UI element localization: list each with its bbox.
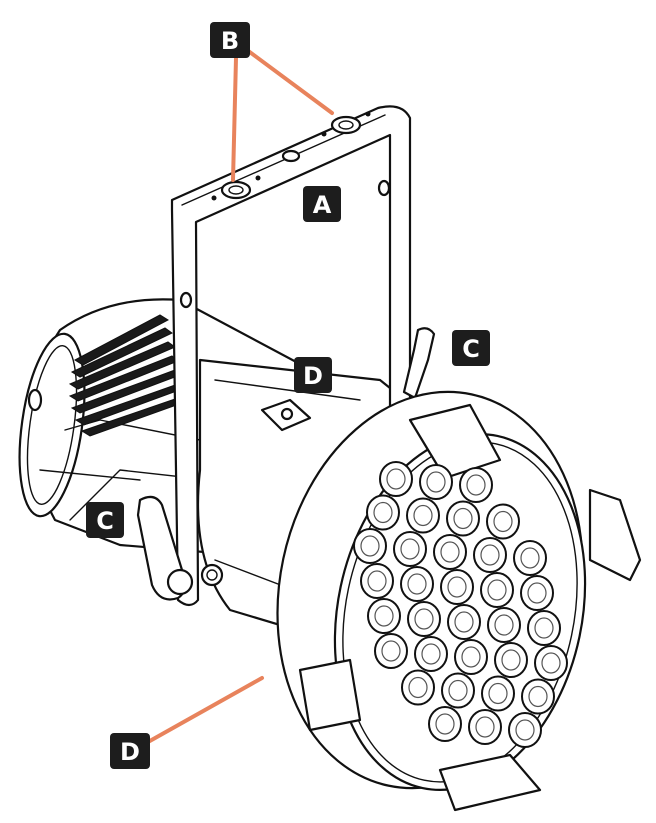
gel-holder-right	[588, 488, 642, 582]
led-lens-inner	[480, 544, 500, 566]
callout-b: B	[210, 22, 250, 58]
svg-text:D: D	[303, 362, 323, 390]
led-lens-inner	[400, 538, 420, 560]
led-lens-inner	[374, 605, 394, 627]
led-lens	[447, 604, 481, 640]
mounting-yoke	[170, 105, 412, 607]
led-lens-inner	[475, 716, 495, 738]
led-lens-inner	[501, 649, 521, 671]
svg-text:C: C	[462, 335, 480, 363]
led-lens	[459, 467, 493, 503]
led-lens	[441, 672, 475, 709]
led-lens-inner	[494, 614, 514, 636]
led-lens	[481, 675, 515, 712]
led-lens-inner	[453, 507, 473, 530]
led-lens	[379, 461, 413, 497]
led-lens-inner	[386, 468, 406, 490]
led-lens-inner	[487, 579, 507, 601]
led-lens	[454, 639, 488, 675]
led-lens	[374, 633, 408, 669]
led-lens	[520, 575, 554, 611]
led-lens	[353, 528, 387, 564]
led-lens	[534, 645, 568, 681]
svg-text:D: D	[120, 738, 140, 766]
gel-clip-top	[408, 403, 502, 480]
led-lens	[513, 540, 547, 576]
heat-sink-fins-top	[68, 314, 183, 437]
led-lens	[487, 607, 521, 643]
led-lens	[433, 534, 467, 570]
led-lens-inner	[435, 713, 455, 735]
led-lens-inner	[407, 573, 427, 595]
front-lens-head	[276, 390, 642, 812]
led-lens-inner	[408, 676, 428, 699]
led-lens	[494, 642, 528, 678]
led-lens	[521, 678, 555, 715]
led-lens-inner	[520, 547, 540, 569]
led-lens-inner	[367, 570, 387, 592]
led-lens	[527, 610, 561, 646]
leader-b-right	[245, 48, 334, 115]
led-lens	[366, 494, 400, 531]
led-lens	[419, 464, 453, 500]
led-lens	[473, 537, 507, 573]
led-lens	[428, 706, 462, 742]
gel-clip-bottom	[298, 658, 362, 732]
leader-d-bottom	[146, 676, 264, 744]
svg-text:C: C	[96, 507, 114, 535]
callout-d-top: D	[294, 357, 332, 393]
led-lens-inner	[447, 576, 467, 598]
led-lens-inner	[488, 682, 508, 705]
led-lens	[440, 569, 474, 605]
leader-b-left	[231, 56, 238, 182]
led-lens-inner	[515, 719, 535, 741]
led-array	[353, 461, 568, 748]
led-lens-inner	[454, 611, 474, 633]
callout-d-bottom: D	[110, 733, 150, 769]
svg-text:A: A	[313, 191, 332, 219]
led-lens-inner	[461, 646, 481, 668]
led-lens-inner	[528, 685, 548, 708]
led-lens	[486, 503, 520, 540]
led-lens	[406, 497, 440, 534]
tilt-handle-right	[402, 327, 436, 400]
led-lens-inner	[466, 474, 486, 496]
led-lens-inner	[448, 679, 468, 702]
callout-c-top: C	[452, 330, 490, 366]
led-lens	[407, 601, 441, 637]
mount-hole-left	[220, 180, 252, 200]
led-lens-inner	[493, 510, 513, 533]
led-lens	[400, 566, 434, 602]
led-lens-inner	[440, 541, 460, 563]
callout-a: A	[303, 186, 341, 222]
callout-c-left: C	[86, 502, 124, 538]
led-lens-inner	[381, 640, 401, 662]
led-lens-inner	[426, 471, 446, 493]
gel-holder-bottom	[438, 753, 542, 812]
led-lens-inner	[360, 535, 380, 557]
leader-lines	[146, 48, 334, 744]
led-lens-inner	[413, 504, 433, 527]
led-lens-inner	[414, 608, 434, 630]
led-lens-inner	[421, 643, 441, 665]
led-lens	[446, 500, 480, 537]
led-lens-inner	[541, 652, 561, 674]
led-lens	[508, 712, 542, 748]
led-lens	[468, 709, 502, 745]
led-lens	[401, 669, 435, 706]
svg-text:B: B	[221, 27, 239, 55]
led-lens	[367, 598, 401, 634]
led-lens-inner	[534, 617, 554, 639]
led-lens	[393, 531, 427, 567]
led-lens-inner	[527, 582, 547, 604]
led-lens	[414, 636, 448, 672]
led-lens	[480, 572, 514, 608]
mount-hole-right	[330, 115, 362, 135]
tilt-handle-left	[136, 495, 224, 601]
led-lens-inner	[373, 501, 393, 524]
led-lens	[360, 563, 394, 599]
